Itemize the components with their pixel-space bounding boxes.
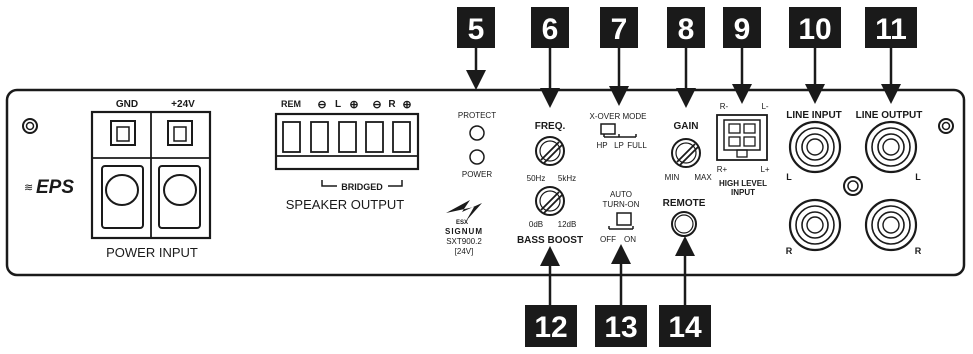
eps-logo-text: EPS [36,177,74,198]
bridged-bracket [321,180,403,187]
line-input-r-rca[interactable] [788,198,842,252]
hl-title-line2: INPUT [731,188,755,197]
speaker-r-plus: ⊕ [402,99,411,111]
screw-middle-rca [843,176,863,196]
callout-13: 13 [595,244,647,347]
speaker-l-label: L [335,99,341,110]
rem-label: REM [281,99,301,109]
callout-14: 14 [659,236,711,347]
auto-label: AUTO [610,190,632,199]
svg-text:8: 8 [678,13,695,46]
remote-title: REMOTE [663,198,706,209]
freq-knob[interactable] [535,136,565,166]
freq-title: FREQ. [535,121,566,132]
freq-max-label: 5kHz [558,174,576,183]
xover-full-label: FULL [627,141,647,150]
bridged-label: BRIDGED [341,182,383,192]
svg-text:9: 9 [734,13,751,46]
speaker-r-label: R [388,99,396,110]
esx-logo: ESX [446,200,482,226]
high-level-input-connector[interactable] [716,114,768,161]
bass-min-label: 0dB [529,220,543,229]
line-output-l-rca[interactable] [864,120,918,174]
svg-text:≋: ≋ [24,182,33,194]
callout-7: 7 [600,7,638,106]
speaker-output-title: SPEAKER OUTPUT [286,197,405,212]
svg-text:12: 12 [534,311,567,344]
auto-off-label: OFF [600,235,616,244]
protect-led [469,125,485,141]
bass-max-label: 12dB [558,220,577,229]
speaker-l-minus: ⊖ [317,99,326,111]
eps-logo: ≋ EPS [24,177,74,198]
signum-label: SIGNUM [445,227,483,236]
bass-boost-knob[interactable] [535,186,565,216]
auto-turn-on-switch[interactable] [608,212,634,230]
svg-text:14: 14 [668,311,702,344]
gain-title: GAIN [674,121,699,132]
hl-title-line1: HIGH LEVEL [719,179,767,188]
callout-12: 12 [525,246,577,347]
screw-left [22,118,38,134]
svg-text:6: 6 [542,13,559,46]
callout-9: 9 [723,7,761,104]
speaker-l-plus: ⊕ [349,99,358,111]
esx-logo-text: ESX [456,220,468,226]
line-output-r-rca[interactable] [864,198,918,252]
turn-on-label: TURN-ON [603,200,640,209]
line-output-title: LINE OUTPUT [856,110,923,121]
line-output-l-label: L [915,172,921,182]
xover-lp-label: LP [614,141,624,150]
line-input-l-label: L [786,172,792,182]
screw-right [938,118,954,134]
power-input-terminal [90,110,212,240]
bass-boost-title: BASS BOOST [517,235,583,246]
freq-min-label: 50Hz [527,174,546,183]
svg-text:10: 10 [798,13,831,46]
callout-11: 11 [865,7,917,104]
hl-r-minus-label: R- [720,102,729,111]
gain-max-label: MAX [694,173,712,182]
callout-8: 8 [667,7,705,108]
gain-knob[interactable] [671,138,701,168]
plus24v-label: +24V [171,99,195,110]
svg-text:13: 13 [604,311,637,344]
callout-5: 5 [457,7,495,90]
gain-min-label: MIN [665,173,680,182]
power-led [469,149,485,165]
line-output-r-label: R [915,246,922,256]
svg-text:5: 5 [468,13,485,46]
callout-10: 10 [789,7,841,104]
xover-title: X-OVER MODE [590,112,647,121]
auto-on-label: ON [624,235,636,244]
svg-text:11: 11 [875,13,907,46]
gnd-label: GND [116,99,138,110]
callout-6: 6 [531,7,569,108]
xover-hp-label: HP [596,141,607,150]
hl-l-plus-label: L+ [760,165,769,174]
speaker-output-terminal [274,112,420,171]
line-input-title: LINE INPUT [786,110,842,121]
hl-r-plus-label: R+ [717,165,728,174]
line-input-r-label: R [786,246,793,256]
xover-switch[interactable] [600,123,637,138]
power-input-title: POWER INPUT [106,245,198,260]
voltage-label: [24V] [455,247,474,256]
power-led-label: POWER [462,170,492,179]
line-input-l-rca[interactable] [788,120,842,174]
protect-label: PROTECT [458,111,496,120]
model-label: SXT900.2 [446,237,482,246]
speaker-r-minus: ⊖ [372,99,381,111]
svg-text:7: 7 [611,13,628,46]
hl-l-minus-label: L- [761,102,768,111]
